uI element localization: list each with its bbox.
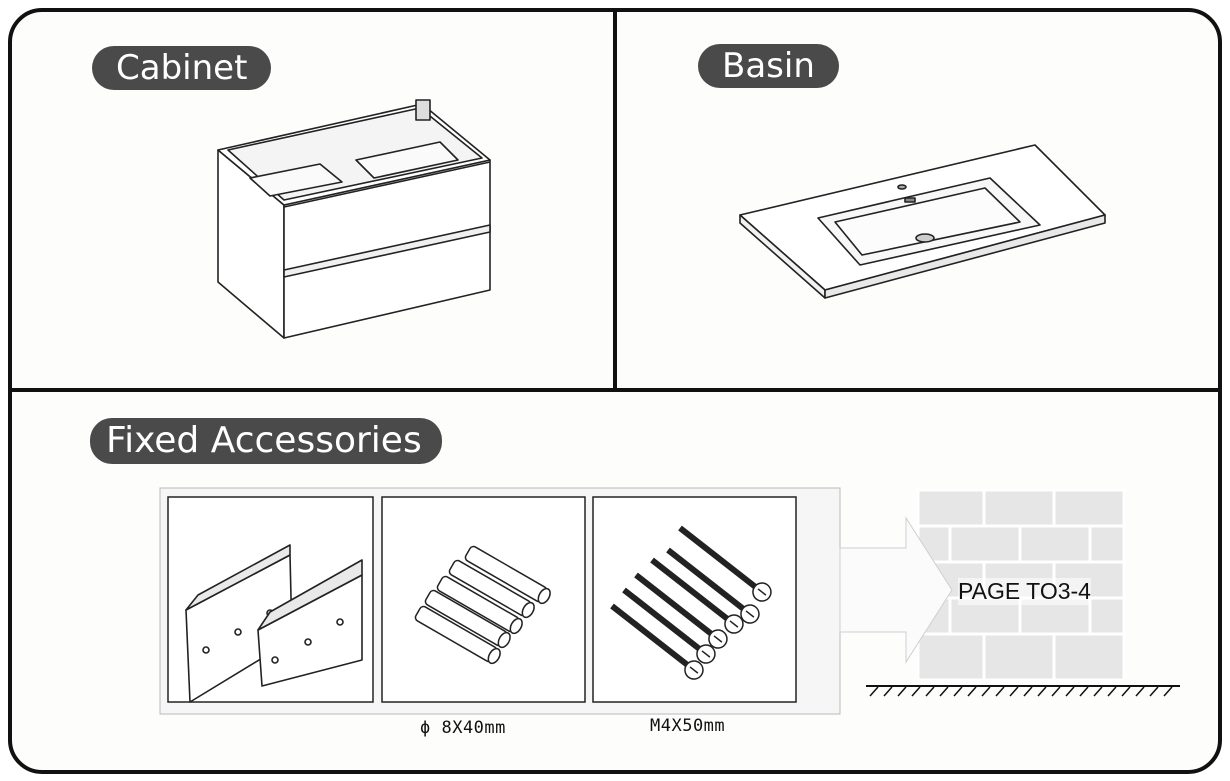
page-reference-label: PAGE TO3-4 [958,578,1091,605]
basin-label: Basin [698,44,839,88]
section-divider-vertical [613,10,617,390]
anchor-size-caption: ϕ 8X40mm [420,718,506,738]
section-divider-horizontal [8,388,1218,392]
screw-size-caption: M4X50mm [650,716,726,736]
fixed-accessories-label: Fixed Accessories [90,418,442,464]
cabinet-label: Cabinet [92,46,272,90]
